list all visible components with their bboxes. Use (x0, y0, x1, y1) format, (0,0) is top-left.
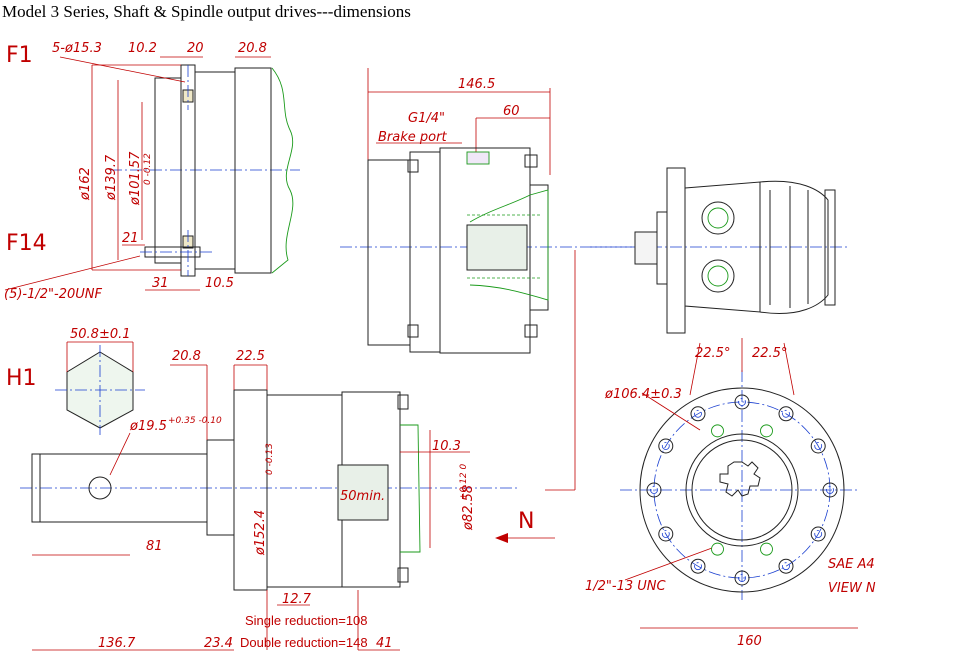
dim-20-8: 20.8 (172, 349, 201, 364)
dim-139-7: ø139.7 (104, 154, 119, 201)
bolt-hole (646, 482, 662, 498)
bolt-hole (778, 406, 794, 422)
bolt-hole-center (782, 562, 790, 571)
dim-82-58: ø82.58 (461, 485, 476, 531)
dim-106-4: ø106.4±0.3 (604, 387, 682, 402)
bolt-hole-center (814, 442, 823, 450)
bolt-hole-center (650, 486, 658, 494)
dim-81: 81 (146, 539, 163, 554)
bolt-hole (658, 526, 674, 542)
bolt-hole-center (661, 442, 670, 450)
bolt-hole-center (661, 530, 670, 538)
threaded-hole (711, 542, 724, 556)
flange-side-view (4, 56, 300, 291)
dim-152-4: ø152.4 (253, 510, 268, 556)
dim-unf: (5)-1/2"-20UNF (4, 287, 102, 302)
label-sae-a4: SAE A4 (828, 557, 875, 572)
dim-10-5: 10.5 (205, 276, 234, 291)
dim-152-4-tol: 0 -0.13 (265, 443, 275, 475)
dim-10-2: 10.2 (128, 41, 157, 56)
note-single-reduction: Single reduction=108 (245, 613, 368, 628)
bolt-hole (734, 570, 750, 586)
dim-angle-left: 22.5° (695, 346, 730, 361)
dim-60: 60 (503, 104, 520, 119)
bolt-hole-center (694, 409, 702, 418)
label-view-n: VIEW N (828, 581, 876, 596)
dim-21: 21 (122, 231, 139, 246)
label-f14: F14 (6, 231, 47, 256)
bolt-hole (810, 526, 826, 542)
bolt-hole (778, 558, 794, 574)
bolt-hole (810, 438, 826, 454)
label-f1: F1 (6, 43, 33, 68)
dim-19-5: ø19.5 (129, 419, 167, 434)
bolt-hole-center (738, 398, 746, 406)
dim-41: 41 (376, 636, 393, 651)
bolt-hole-center (814, 530, 823, 538)
view-n-flange (620, 338, 860, 629)
dim-31: 31 (152, 276, 169, 291)
dim-101-57: ø101.57 (128, 151, 143, 206)
label-brake-port: Brake port (378, 130, 447, 145)
dim-g14: G1/4" (408, 111, 445, 126)
dim-unc: 1/2"-13 UNC (585, 579, 667, 594)
motor-side-view (590, 167, 850, 334)
bolt-hole-center (694, 562, 702, 571)
threaded-hole (760, 424, 773, 438)
dim-160: 160 (737, 634, 762, 649)
threaded-hole (711, 424, 724, 438)
dim-bolt-holes: 5-ø15.3 (52, 41, 102, 56)
bolt-hole (690, 558, 706, 574)
dim-23-4: 23.4 (204, 636, 233, 651)
bolt-hole (734, 394, 750, 410)
bolt-hole-center (782, 409, 790, 418)
threaded-hole (760, 542, 773, 556)
dim-19-5-tol: +0.35 -0.10 (168, 416, 222, 426)
dim-136-7: 136.7 (98, 636, 136, 651)
dim-162: ø162 (78, 167, 93, 201)
hex-shaft-section (55, 341, 145, 435)
dim-20-8-top: 20.8 (238, 41, 267, 56)
dim-50min: 50min. (340, 489, 385, 504)
brake-housing-section (340, 68, 650, 490)
dim-12-7: 12.7 (282, 592, 312, 607)
dim-hex: 50.8±0.1 (70, 327, 131, 342)
dim-20: 20 (187, 41, 204, 56)
label-n: N (518, 509, 534, 534)
page-title: Model 3 Series, Shaft & Spindle output d… (2, 2, 411, 21)
view-n-bolt-holes (646, 394, 838, 586)
dim-82-58-tol: +0.12 0 (459, 464, 469, 500)
bolt-hole (690, 406, 706, 422)
dim-146-5: 146.5 (458, 77, 495, 92)
bolt-hole (822, 482, 838, 498)
dim-101-57-tol: 0 -0.12 (143, 153, 153, 185)
dim-22-5: 22.5 (236, 349, 265, 364)
label-h1: H1 (6, 366, 37, 391)
bolt-hole (658, 438, 674, 454)
note-double-reduction: Double reduction=148 (240, 635, 368, 650)
bolt-hole-center (826, 486, 834, 494)
dim-10-3: 10.3 (432, 439, 461, 454)
dim-angle-right: 22.5° (752, 346, 787, 361)
bolt-hole-center (738, 574, 746, 582)
shaft-assembly-side (20, 364, 575, 651)
